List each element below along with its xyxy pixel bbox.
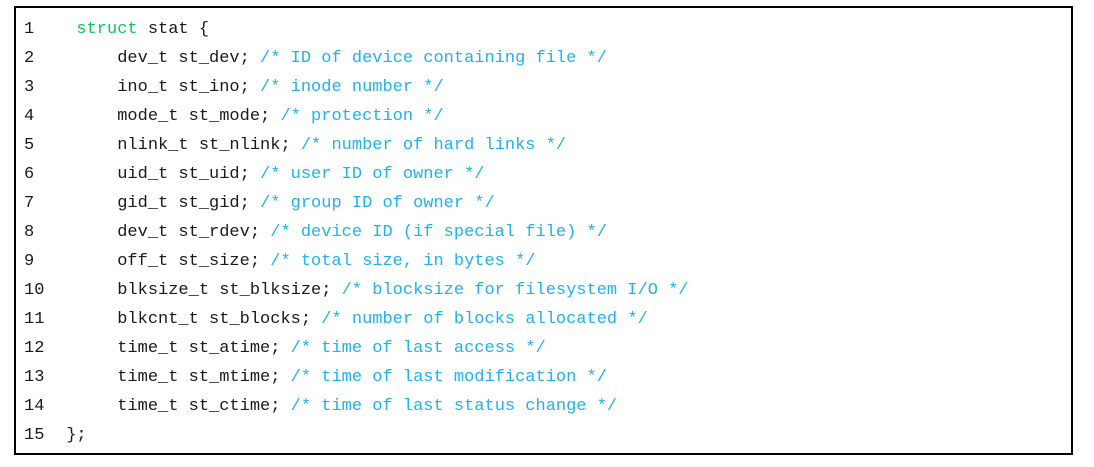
code-line: 5 nlink_t st_nlink; /* number of hard li… <box>16 131 1071 160</box>
code-line-text: time_t st_mtime; /* time of last modific… <box>56 363 1071 392</box>
code-token-comment: /* device ID (if special file) */ <box>270 223 607 242</box>
code-indent <box>56 368 117 387</box>
code-token-comment: /* time of last modification */ <box>290 368 607 387</box>
line-number: 9 <box>24 252 35 271</box>
code-indent <box>56 194 117 213</box>
code-line-text: nlink_t st_nlink; /* number of hard link… <box>56 131 1071 160</box>
code-token-keyword: struct <box>76 20 138 39</box>
code-token-plain: blkcnt_t st_blocks; <box>117 310 322 329</box>
code-token-plain: off_t st_size; <box>117 252 271 271</box>
code-indent <box>56 20 76 39</box>
code-indent <box>56 78 117 97</box>
code-token-plain: time_t st_mtime; <box>117 368 291 387</box>
line-number: 14 <box>24 397 45 416</box>
code-token-plain: dev_t st_dev; <box>117 49 261 68</box>
code-line-text: time_t st_atime; /* time of last access … <box>56 334 1071 363</box>
code-line-text: time_t st_ctime; /* time of last status … <box>56 392 1071 421</box>
code-indent <box>56 165 117 184</box>
code-line-text: }; <box>56 421 1071 450</box>
code-token-plain: time_t st_atime; <box>117 339 291 358</box>
code-line: 10 blksize_t st_blksize; /* blocksize fo… <box>16 276 1071 305</box>
code-line-text: off_t st_size; /* total size, in bytes *… <box>56 247 1071 276</box>
line-number: 6 <box>24 165 35 184</box>
code-line: 8 dev_t st_rdev; /* device ID (if specia… <box>16 218 1071 247</box>
code-indent <box>56 397 117 416</box>
code-token-comment: /* time of last status change */ <box>290 397 618 416</box>
code-line: 13 time_t st_mtime; /* time of last modi… <box>16 363 1071 392</box>
code-line-text: struct stat { <box>56 15 1071 44</box>
code-token-plain: }; <box>66 426 87 445</box>
code-line-list: 1 struct stat {2 dev_t st_dev; /* ID of … <box>16 8 1071 450</box>
code-indent <box>56 49 117 68</box>
code-line: 1 struct stat { <box>16 15 1071 44</box>
code-line-text: dev_t st_rdev; /* device ID (if special … <box>56 218 1071 247</box>
code-token-comment: /* blocksize for filesystem I/O */ <box>341 281 689 300</box>
code-token-comment: /* protection */ <box>280 107 444 126</box>
code-line-text: dev_t st_dev; /* ID of device containing… <box>56 44 1071 73</box>
code-token-comment: /* number of hard links */ <box>300 136 567 155</box>
code-token-plain: gid_t st_gid; <box>117 194 261 213</box>
code-token-comment: /* ID of device containing file */ <box>260 49 607 68</box>
code-line-text: uid_t st_uid; /* user ID of owner */ <box>56 160 1071 189</box>
code-line: 6 uid_t st_uid; /* user ID of owner */ <box>16 160 1071 189</box>
line-number: 11 <box>24 310 45 329</box>
line-number: 7 <box>24 194 35 213</box>
line-number: 2 <box>24 49 35 68</box>
code-line: 12 time_t st_atime; /* time of last acce… <box>16 334 1071 363</box>
line-number: 15 <box>24 426 45 445</box>
code-token-plain: nlink_t st_nlink; <box>117 136 301 155</box>
code-token-plain: mode_t st_mode; <box>117 107 281 126</box>
code-line: 4 mode_t st_mode; /* protection */ <box>16 102 1071 131</box>
line-number: 4 <box>24 107 35 126</box>
code-block: 1 struct stat {2 dev_t st_dev; /* ID of … <box>14 6 1073 455</box>
line-number: 10 <box>24 281 45 300</box>
code-indent <box>56 281 117 300</box>
code-token-plain: stat { <box>137 20 210 39</box>
line-number: 5 <box>24 136 35 155</box>
code-token-plain: dev_t st_rdev; <box>117 223 271 242</box>
code-line-text: blksize_t st_blksize; /* blocksize for f… <box>56 276 1071 305</box>
code-token-plain: ino_t st_ino; <box>117 78 261 97</box>
code-token-plain: uid_t st_uid; <box>117 165 261 184</box>
code-token-comment: /* total size, in bytes */ <box>270 252 536 271</box>
code-line: 2 dev_t st_dev; /* ID of device containi… <box>16 44 1071 73</box>
code-line-text: ino_t st_ino; /* inode number */ <box>56 73 1071 102</box>
line-number: 13 <box>24 368 45 387</box>
code-line: 11 blkcnt_t st_blocks; /* number of bloc… <box>16 305 1071 334</box>
code-line: 14 time_t st_ctime; /* time of last stat… <box>16 392 1071 421</box>
code-token-comment: /* user ID of owner */ <box>260 165 485 184</box>
code-token-comment: /* time of last access */ <box>290 339 546 358</box>
code-indent <box>56 310 117 329</box>
code-indent <box>56 339 117 358</box>
code-indent <box>56 426 66 445</box>
line-number: 12 <box>24 339 45 358</box>
code-indent <box>56 223 117 242</box>
line-number: 1 <box>24 20 35 39</box>
code-indent <box>56 107 117 126</box>
code-line: 9 off_t st_size; /* total size, in bytes… <box>16 247 1071 276</box>
code-token-comment: /* number of blocks allocated */ <box>321 310 648 329</box>
code-indent <box>56 136 117 155</box>
code-token-comment: /* group ID of owner */ <box>260 194 495 213</box>
code-line: 3 ino_t st_ino; /* inode number */ <box>16 73 1071 102</box>
code-line: 7 gid_t st_gid; /* group ID of owner */ <box>16 189 1071 218</box>
line-number: 8 <box>24 223 35 242</box>
code-line-text: blkcnt_t st_blocks; /* number of blocks … <box>56 305 1071 334</box>
code-token-plain: time_t st_ctime; <box>117 397 291 416</box>
code-line-text: gid_t st_gid; /* group ID of owner */ <box>56 189 1071 218</box>
code-token-plain: blksize_t st_blksize; <box>117 281 342 300</box>
code-indent <box>56 252 117 271</box>
code-line-text: mode_t st_mode; /* protection */ <box>56 102 1071 131</box>
code-line: 15 }; <box>16 421 1071 450</box>
line-number: 3 <box>24 78 35 97</box>
code-token-comment: /* inode number */ <box>260 78 444 97</box>
